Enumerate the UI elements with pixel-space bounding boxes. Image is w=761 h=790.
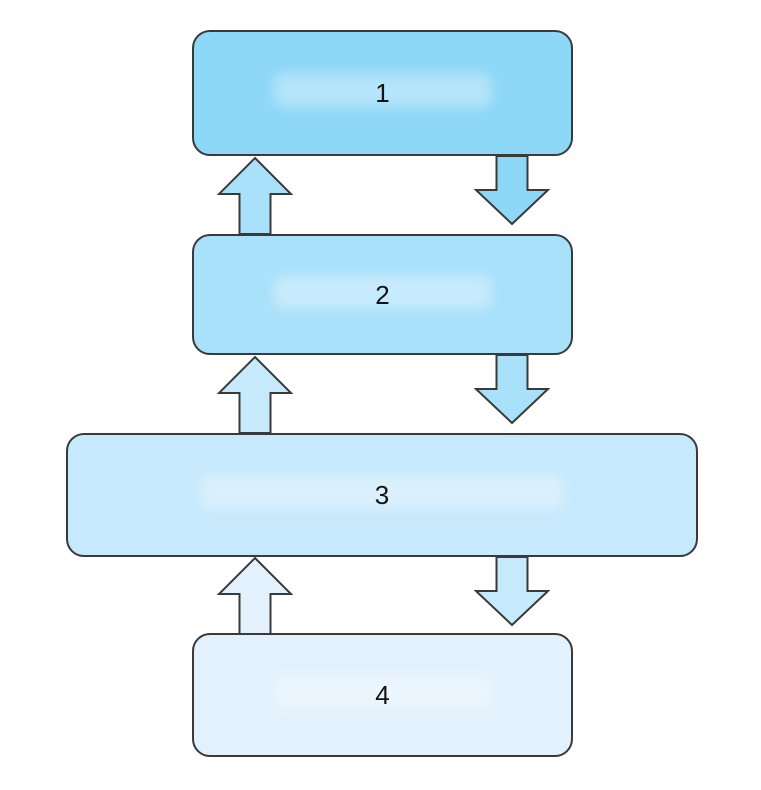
- box-1-label: 1: [375, 78, 390, 108]
- down-arrow-3-to-4: [474, 556, 550, 627]
- box-3: 3: [66, 433, 698, 557]
- up-arrow-shape: [217, 556, 293, 635]
- up-arrow-shape: [217, 156, 293, 235]
- box-3-label: 3: [374, 480, 390, 510]
- box-4: 4: [192, 633, 573, 757]
- box-1: 1: [192, 30, 573, 156]
- down-arrow-shape: [474, 155, 550, 226]
- up-arrow-3-to-2: [217, 355, 293, 434]
- down-arrow-2-to-3: [474, 354, 550, 425]
- box-2: 2: [192, 234, 573, 355]
- box-2-label: 2: [375, 279, 390, 310]
- down-arrow-shape: [474, 354, 550, 425]
- box-4-label: 4: [375, 680, 390, 710]
- up-arrow-shape: [217, 355, 293, 434]
- down-arrow-shape: [474, 556, 550, 627]
- down-arrow-1-to-2: [474, 155, 550, 226]
- up-arrow-2-to-1: [217, 156, 293, 235]
- up-arrow-4-to-3: [217, 556, 293, 635]
